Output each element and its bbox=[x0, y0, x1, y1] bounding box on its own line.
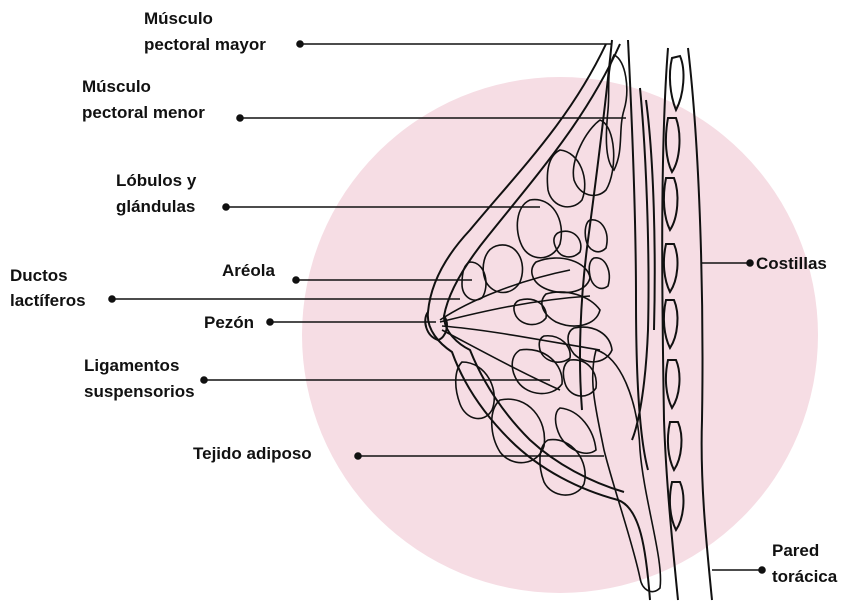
label-pectoral-mayor-line2: pectoral mayor bbox=[144, 35, 266, 54]
label-costillas: Costillas bbox=[756, 254, 827, 273]
label-lobulos-line1: Lóbulos y bbox=[116, 171, 197, 190]
label-lobulos-line2: glándulas bbox=[116, 197, 195, 216]
label-ligamentos-line1: Ligamentos bbox=[84, 356, 179, 375]
label-tejido-adiposo: Tejido adiposo bbox=[193, 444, 312, 463]
label-ductos-line1: Ductos bbox=[10, 266, 68, 285]
label-areola: Aréola bbox=[222, 261, 275, 280]
label-pectoral-mayor-line1: Músculo bbox=[144, 9, 213, 28]
background-circle bbox=[302, 77, 818, 593]
label-pared-line1: Pared bbox=[772, 541, 819, 560]
label-ductos-line2: lactíferos bbox=[10, 291, 86, 310]
label-ligamentos-line2: suspensorios bbox=[84, 382, 195, 401]
label-pezon: Pezón bbox=[204, 313, 254, 332]
label-pectoral-menor-line1: Músculo bbox=[82, 77, 151, 96]
label-pectoral-menor-line2: pectoral menor bbox=[82, 103, 205, 122]
label-pared-line2: torácica bbox=[772, 567, 838, 586]
